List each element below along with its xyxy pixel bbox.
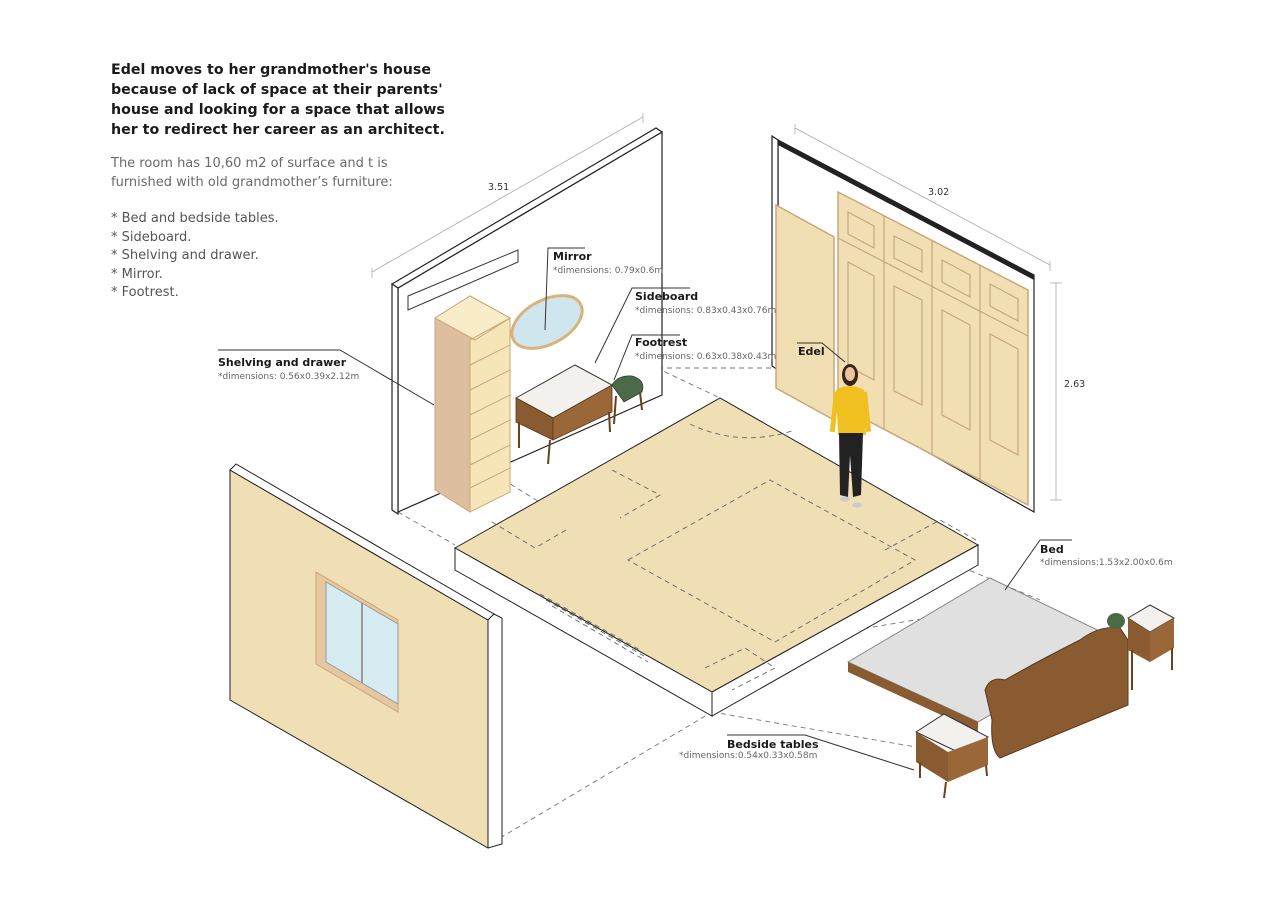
edel-label: Edel <box>798 345 825 358</box>
list-item: * Footrest. <box>111 285 179 300</box>
shelving-label: Shelving and drawer <box>218 356 347 369</box>
front-wall <box>229 463 503 849</box>
list-item: * Sideboard. <box>111 229 192 245</box>
left-wall-measure: 3.51 <box>488 182 509 193</box>
edel-figure <box>829 364 872 508</box>
footrest <box>611 375 644 425</box>
bedside-table-front <box>914 713 990 799</box>
shelving-and-drawer <box>434 295 511 513</box>
bed-label: Bed <box>1040 543 1064 556</box>
footrest-dims: *dimensions: 0.63x0.38x0.43m <box>635 352 776 362</box>
back-left-wall <box>371 113 664 516</box>
bedside-table-back <box>1127 604 1176 690</box>
sideboard <box>514 364 614 465</box>
height-measure: 2.63 <box>1064 379 1085 390</box>
intro-text: Edel moves to her grandmother's house be… <box>111 60 451 303</box>
list-item: * Mirror. <box>111 266 163 282</box>
footrest-label: Footrest <box>635 336 687 349</box>
furniture-list: * Bed and bedside tables. * Sideboard. *… <box>111 210 451 303</box>
mirror-label: Mirror <box>553 250 592 263</box>
intro-heading: Edel moves to her grandmother's house be… <box>111 62 445 138</box>
bedside-dims: *dimensions:0.54x0.33x0.58m <box>679 751 817 761</box>
list-item: * Bed and bedside tables. <box>111 211 279 226</box>
shelving-dims: *dimensions: 0.56x0.39x2.12m <box>218 372 359 382</box>
sideboard-dims: *dimensions: 0.83x0.43x0.76m <box>635 306 776 316</box>
leader-lines <box>218 247 1072 771</box>
list-item: * Shelving and drawer. <box>111 248 259 263</box>
sideboard-label: Sideboard <box>635 290 698 303</box>
mirror-dims: *dimensions: 0.79x0.6m <box>553 266 663 276</box>
intro-description: The room has 10,60 m2 of surface and t i… <box>111 156 393 190</box>
mirror <box>510 294 584 350</box>
bed-dims: *dimensions:1.53x2.00x0.6m <box>1040 558 1173 568</box>
bedside-label: Bedside tables <box>727 738 819 751</box>
back-right-wall <box>771 124 1062 514</box>
right-wall-measure: 3.02 <box>928 187 949 198</box>
